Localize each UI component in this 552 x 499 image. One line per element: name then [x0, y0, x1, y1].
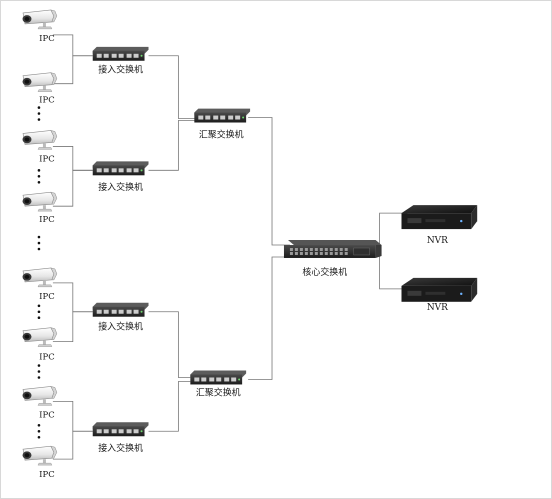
access-switch-label: 接入交换机	[98, 64, 143, 76]
nvr-recorder-icon	[401, 205, 478, 230]
core-switch-icon	[283, 239, 382, 259]
camera-3: IPC	[22, 129, 58, 163]
bullet-camera-icon	[22, 267, 58, 288]
link-camera-1	[52, 34, 93, 57]
link-camera-5	[52, 282, 93, 313]
access-switch-4: 接入交换机	[92, 422, 149, 454]
link-aggregation-2	[248, 256, 290, 380]
link-nvr-1	[379, 212, 408, 249]
camera-label: IPC	[39, 352, 55, 362]
camera-1: IPC	[22, 9, 58, 43]
aggregation-switch-label: 汇聚交换机	[196, 386, 241, 398]
link-camera-6	[52, 311, 93, 343]
link-camera-8	[52, 430, 93, 460]
access-switch-label: 接入交换机	[98, 442, 143, 454]
network-switch-icon	[92, 302, 149, 317]
aggregation-switch-1: 汇聚交换机	[194, 108, 251, 140]
bullet-camera-icon	[22, 72, 58, 93]
aggregation-switch-2: 汇聚交换机	[190, 370, 247, 398]
camera-5: IPC	[22, 267, 58, 301]
link-camera-7	[52, 400, 93, 432]
camera-label: IPC	[39, 409, 55, 419]
link-camera-4	[52, 169, 93, 207]
nvr-recorder-icon	[401, 277, 478, 302]
network-switch-icon	[92, 161, 149, 176]
camera-label: IPC	[39, 214, 55, 224]
bullet-camera-icon	[22, 191, 58, 212]
network-switch-icon	[194, 108, 251, 123]
link-camera-3	[52, 146, 93, 171]
bullet-camera-icon	[22, 9, 58, 30]
bullet-camera-icon	[22, 327, 58, 348]
access-switch-label: 接入交换机	[98, 181, 143, 193]
access-switch-2: 接入交换机	[92, 161, 149, 193]
network-switch-icon	[92, 422, 149, 437]
link-aggregation-1	[248, 117, 290, 246]
camera-label: IPC	[39, 469, 55, 479]
nvr-2: NVR	[401, 277, 478, 313]
link-access-3	[148, 311, 191, 378]
access-switch-label: 接入交换机	[98, 321, 143, 333]
camera-2: IPC	[22, 72, 58, 105]
camera-label: IPC	[39, 291, 55, 301]
link-access-1	[148, 55, 197, 119]
bullet-camera-icon	[22, 445, 58, 466]
ellipsis-dots	[37, 106, 41, 439]
link-access-2	[148, 120, 197, 171]
network-switch-icon	[92, 46, 149, 61]
bullet-camera-icon	[22, 129, 58, 150]
camera-8: IPC	[22, 445, 58, 479]
access-switch-3: 接入交换机	[92, 302, 149, 333]
camera-label: IPC	[39, 33, 55, 43]
access-switch-1: 接入交换机	[92, 46, 149, 76]
camera-label: IPC	[39, 95, 55, 105]
nvr-1: NVR	[401, 205, 478, 246]
link-camera-2	[52, 55, 93, 85]
network-switch-icon	[190, 370, 247, 385]
camera-4: IPC	[22, 191, 58, 224]
connection-lines	[52, 34, 408, 460]
core-switch: 核心交换机	[283, 239, 382, 278]
camera-label: IPC	[39, 153, 55, 163]
link-nvr-2	[379, 251, 408, 290]
nvr-label: NVR	[427, 236, 448, 246]
camera-7: IPC	[22, 385, 58, 419]
bullet-camera-icon	[22, 385, 58, 406]
aggregation-switch-label: 汇聚交换机	[199, 128, 244, 140]
core-switch-label: 核心交换机	[302, 266, 347, 278]
nvr-label: NVR	[427, 303, 448, 313]
camera-6: IPC	[22, 327, 58, 362]
link-access-4	[148, 381, 191, 432]
